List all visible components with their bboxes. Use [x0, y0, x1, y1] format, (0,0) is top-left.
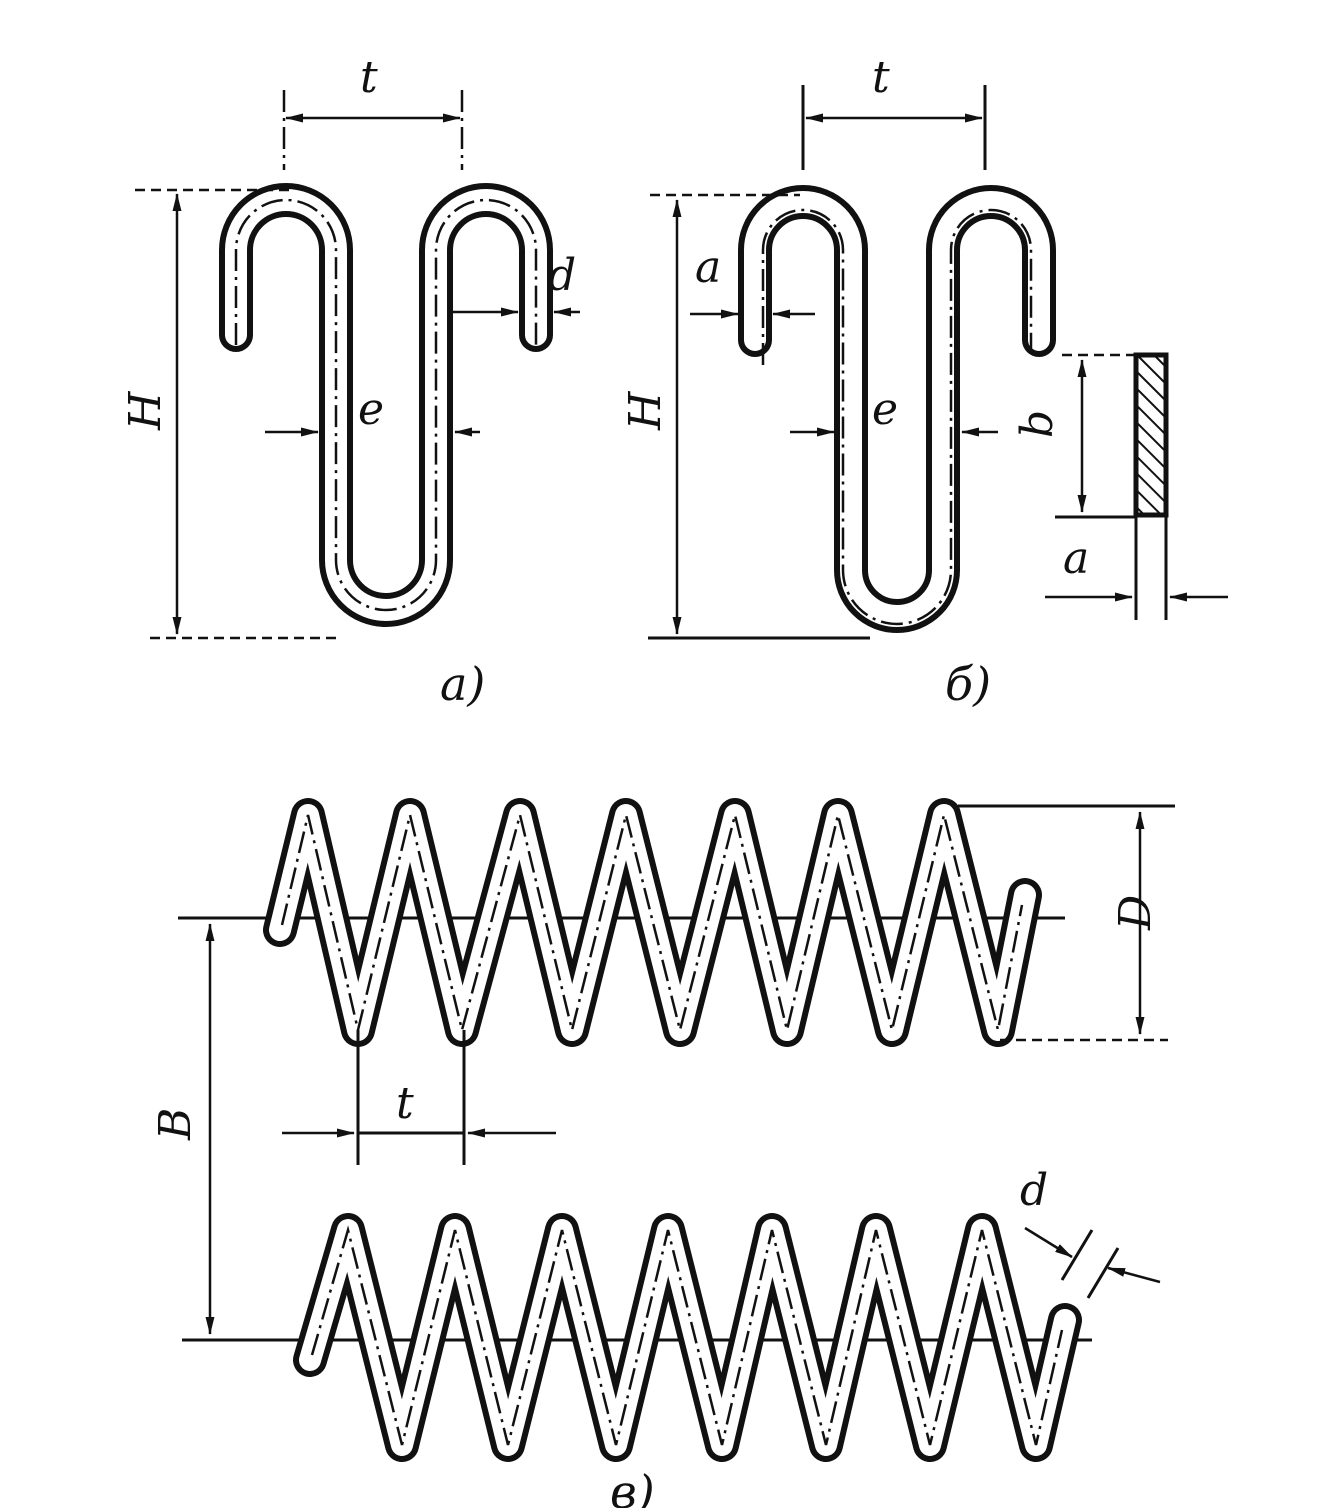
label-a-height-H: H	[120, 390, 171, 431]
label-a-e: e	[358, 384, 384, 435]
figure-c-coils	[178, 798, 1175, 1462]
label-a-d: d	[548, 250, 576, 301]
label-b-e: e	[872, 384, 898, 435]
label-b-a-section: a	[1063, 533, 1089, 584]
caption-a: а)	[440, 657, 485, 711]
lower-coil	[182, 1213, 1161, 1462]
figure-b-strip-serpentine	[648, 85, 1228, 640]
upper-coil	[178, 798, 1175, 1165]
label-b-a: a	[695, 242, 721, 293]
label-c-D: D	[1110, 895, 1161, 931]
strip-cross-section	[1133, 352, 1169, 518]
label-b-pitch-t: t	[872, 52, 890, 103]
caption-b: б)	[945, 657, 991, 711]
label-c-t: t	[396, 1078, 414, 1129]
label-c-d: d	[1020, 1165, 1048, 1216]
caption-c: в)	[610, 1465, 655, 1508]
figure-a-round-wire-serpentine	[135, 90, 580, 640]
label-b-b: b	[1012, 410, 1063, 438]
label-a-pitch-t: t	[360, 52, 378, 103]
label-c-B: B	[150, 1108, 201, 1141]
label-b-height-H: H	[620, 390, 671, 431]
